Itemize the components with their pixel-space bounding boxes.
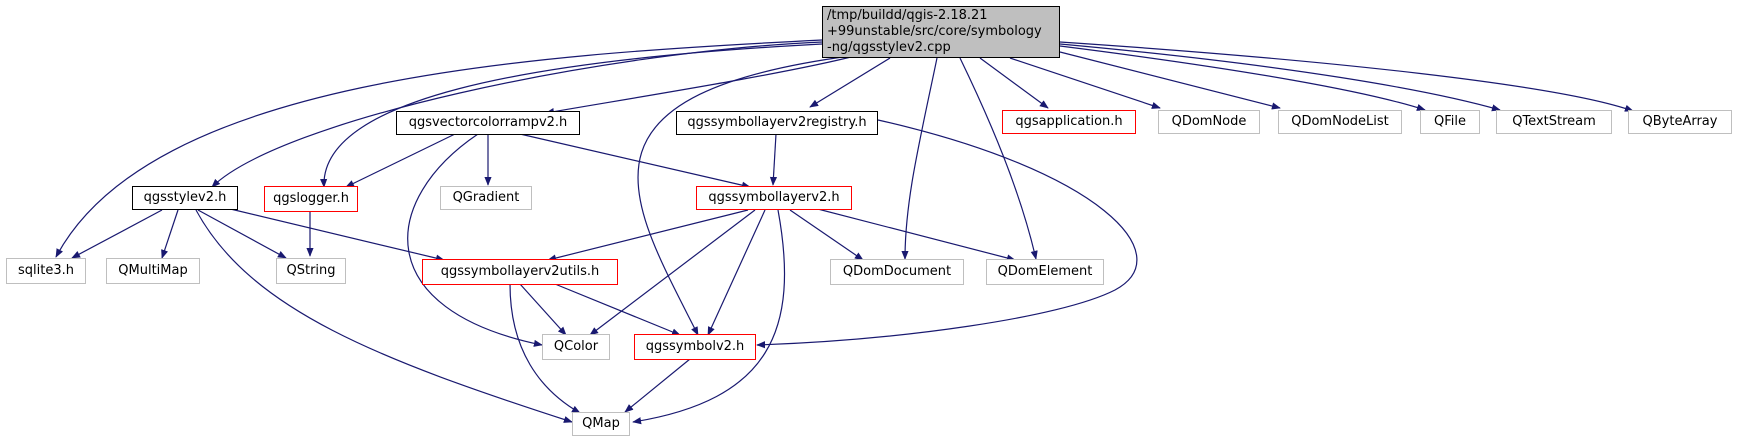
node-QMap: QMap bbox=[572, 412, 630, 436]
edge-qgssymbollayerv2-to-qgssymbolv2 bbox=[707, 209, 766, 336]
edge-root-to-QFile bbox=[1059, 45, 1426, 111]
edge-qgssymbollayerv2-to-qgssymbollayerv2utils bbox=[547, 209, 749, 262]
node-qgslogger[interactable]: qgslogger.h bbox=[264, 186, 358, 212]
edge-qgssymbollayerv2-to-QMap bbox=[632, 209, 786, 425]
edge-qgssymbollayerv2-to-QDomDocument bbox=[789, 209, 864, 261]
edge-qgssymbollayerv2registry-to-qgssymbolv2 bbox=[756, 119, 1138, 349]
edge-qgsstylev2-to-QString bbox=[197, 209, 287, 259]
edge-qgssymbollayerv2-to-QColor bbox=[589, 209, 756, 336]
edge-root-to-qgsstylev2 bbox=[211, 41, 823, 188]
edge-qgsstylev2-to-qgssymbollayerv2utils bbox=[221, 206, 445, 262]
edge-root-to-QDomNode bbox=[1009, 57, 1161, 109]
edge-root-to-qgsapplication bbox=[979, 57, 1049, 109]
edge-root-to-QDomDocument bbox=[901, 57, 938, 260]
node-root-label: /tmp/buildd/qgis-2.18.21 +99unstable/src… bbox=[827, 8, 1042, 55]
node-qgssymbolv2[interactable]: qgssymbolv2.h bbox=[634, 334, 756, 360]
edge-qgsstylev2-to-QMultiMap bbox=[161, 209, 179, 259]
node-QString: QString bbox=[276, 258, 346, 284]
node-QDomDocument: QDomDocument bbox=[830, 259, 964, 285]
edge-qgsvectorcolorrampv2-to-QColor bbox=[407, 133, 543, 347]
node-qgssymbollayerv2utils[interactable]: qgssymbollayerv2utils.h bbox=[422, 259, 618, 285]
node-qgssymbollayerv2registry[interactable]: qgssymbollayerv2registry.h bbox=[676, 111, 878, 135]
node-QDomNodeList: QDomNodeList bbox=[1278, 110, 1402, 134]
edge-qgssymbollayerv2utils-to-qgssymbolv2 bbox=[554, 283, 681, 336]
edge-qgssymbollayerv2registry-to-qgssymbollayerv2 bbox=[769, 133, 778, 186]
edge-root-to-sqlite3 bbox=[55, 39, 823, 258]
node-root-file[interactable]: /tmp/buildd/qgis-2.18.21 +99unstable/src… bbox=[822, 6, 1060, 58]
edge-qgssymbollayerv2-to-QDomElement bbox=[809, 206, 1016, 262]
edge-root-to-QTextStream bbox=[1059, 43, 1501, 112]
node-sqlite3: sqlite3.h bbox=[6, 258, 86, 284]
node-QTextStream: QTextStream bbox=[1496, 110, 1612, 134]
edge-qgssymbolv2-to-QMap bbox=[624, 358, 691, 413]
edge-root-to-qgsvectorcolorrampv2 bbox=[545, 55, 856, 116]
node-qgsvectorcolorrampv2[interactable]: qgsvectorcolorrampv2.h bbox=[396, 111, 580, 135]
node-QFile: QFile bbox=[1420, 110, 1480, 134]
edge-qgssymbollayerv2utils-to-QColor bbox=[519, 283, 567, 336]
edge-root-to-qgslogger bbox=[320, 43, 823, 188]
node-qgsapplication[interactable]: qgsapplication.h bbox=[1002, 110, 1136, 134]
node-QDomElement: QDomElement bbox=[986, 259, 1104, 285]
node-QByteArray: QByteArray bbox=[1628, 110, 1732, 134]
edge-qgsstylev2-to-sqlite3 bbox=[71, 209, 163, 259]
node-qgssymbollayerv2[interactable]: qgssymbollayerv2.h bbox=[696, 186, 852, 210]
edge-qgsvectorcolorrampv2-to-qgslogger bbox=[345, 133, 456, 188]
node-qgsstylev2[interactable]: qgsstylev2.h bbox=[132, 186, 238, 210]
node-QMultiMap: QMultiMap bbox=[106, 258, 200, 284]
edge-qgsstylev2-to-QMap bbox=[195, 209, 573, 423]
edge-root-to-QByteArray bbox=[1059, 41, 1634, 112]
node-QDomNode: QDomNode bbox=[1158, 110, 1260, 134]
edge-root-to-QDomNodeList bbox=[1059, 51, 1281, 110]
node-QGradient: QGradient bbox=[440, 186, 532, 210]
node-QColor: QColor bbox=[542, 334, 610, 360]
edge-root-to-qgssymbollayerv2registry bbox=[809, 57, 891, 108]
edge-root-to-qgssymbolv2 bbox=[637, 55, 851, 336]
edge-root-to-QDomElement bbox=[959, 57, 1038, 260]
edge-qgsvectorcolorrampv2-to-qgssymbollayerv2 bbox=[519, 133, 751, 189]
edge-qgssymbollayerv2utils-to-QMap bbox=[509, 283, 581, 414]
